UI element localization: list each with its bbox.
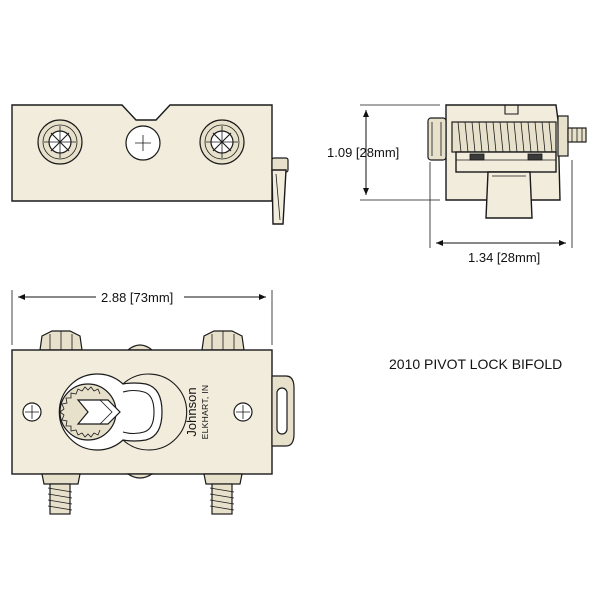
rod-end <box>557 115 587 157</box>
center-hole <box>125 125 161 161</box>
keyhole-cutout <box>58 373 188 451</box>
height-label: 1.09 [28mm] <box>327 145 399 160</box>
product-title: 2010 PIVOT LOCK BIFOLD <box>389 356 562 372</box>
pivot-block <box>485 171 533 219</box>
mount-hole-right <box>233 402 253 422</box>
side-view <box>427 104 587 219</box>
bottom-stud-right <box>203 473 243 515</box>
dimension-height: 1.09 [28mm] <box>327 104 440 201</box>
brand-location: ELKHART, IN <box>200 385 210 440</box>
side-slot <box>271 375 295 447</box>
front-view: Johnson ELKHART, IN <box>11 330 295 515</box>
mount-hole-left <box>22 402 42 422</box>
bottom-stud-left <box>41 473 81 515</box>
top-nut-left <box>39 330 83 351</box>
dimension-width: 2.88 [73mm] <box>11 290 273 345</box>
nut-left <box>427 117 447 161</box>
screw-head-right <box>199 119 245 165</box>
brand-name: Johnson <box>184 387 199 436</box>
side-tab <box>271 157 289 225</box>
top-view <box>11 104 289 225</box>
width-label: 2.88 [73mm] <box>101 290 173 305</box>
threaded-rod <box>451 121 557 153</box>
depth-label: 1.34 [28mm] <box>468 250 540 265</box>
dimension-depth: 1.34 [28mm] <box>429 160 573 265</box>
brand-mark: Johnson ELKHART, IN <box>184 385 210 440</box>
top-nut-right <box>201 330 245 351</box>
screw-head-left <box>37 119 83 165</box>
